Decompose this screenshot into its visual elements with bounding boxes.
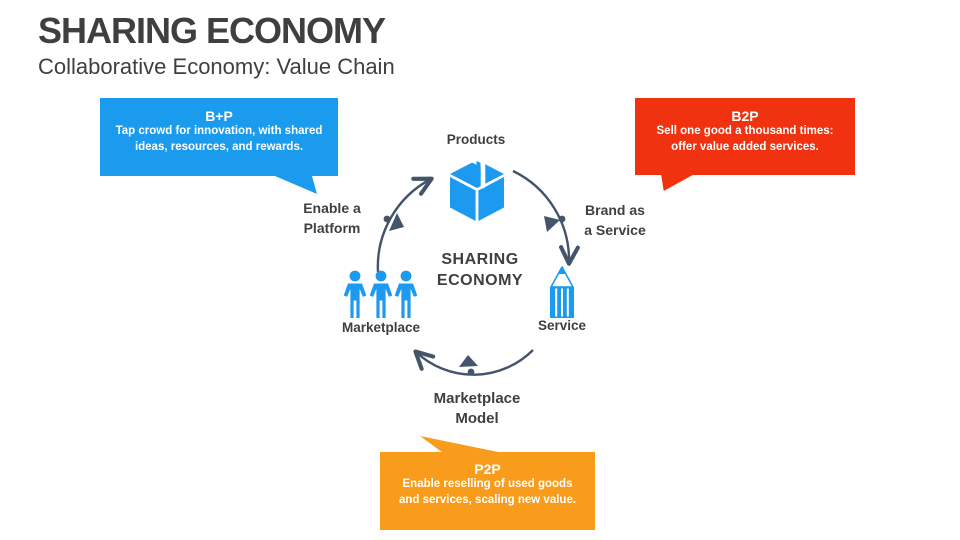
arc-service-to-marketplace [413,349,534,376]
pencil-icon [550,266,574,318]
arc-marketplace-to-products [376,176,434,273]
page-subtitle: Collaborative Economy: Value Chain [38,54,395,79]
edge-label-marketplace-model: Marketplace Model [434,389,521,429]
edge-label-line: Platform [303,220,361,236]
people-group-icon [343,270,418,318]
callout-p2p: P2P Enable reselling of used goods and s… [380,452,595,530]
edge-label-brand-as-a-service: Brand as a Service [584,200,646,240]
callout-text-line: offer value added services. [671,140,819,153]
callout-text-line: Sell one good a thousand times: [656,125,834,137]
arc-products-to-service [512,169,580,266]
callout-bp: B+P Tap crowd for innovation, with share… [100,98,338,176]
node-label-products: Products [446,132,506,147]
callout-title: B2P [731,108,759,124]
arc-dot [558,215,566,223]
page-title: SHARING ECONOMY [38,10,386,51]
callout-text-line: Tap crowd for innovation, with shared [115,125,323,137]
edge-label-line: a Service [584,222,646,238]
callout-text-line: and services, scaling new value. [398,493,577,506]
callout-title: B+P [205,108,233,124]
edge-label-enable-platform: Enable a Platform [303,198,361,238]
callout-text-line: ideas, resources, and rewards. [134,140,304,153]
arc-dot [467,368,475,376]
edge-label-line: Marketplace [433,390,521,407]
edge-label-line: Model [455,410,499,427]
diagram-center-line: SHARING [441,251,519,268]
node-label-marketplace: Marketplace [341,320,421,335]
arc-dot [383,215,391,223]
diagram-center-line: ECONOMY [436,272,524,289]
edge-label-line: Brand as [585,202,645,218]
arrowhead-icon [459,355,478,367]
package-box-icon [450,158,504,221]
edge-label-line: Enable a [303,200,361,216]
arrowhead-icon [544,216,560,232]
arrowhead-icon [389,213,404,231]
callout-text-line: Enable reselling of used goods [402,478,573,490]
callout-title: P2P [474,461,501,477]
diagram-center-label: SHARING ECONOMY [437,249,523,291]
node-label-service: Service [537,318,587,333]
